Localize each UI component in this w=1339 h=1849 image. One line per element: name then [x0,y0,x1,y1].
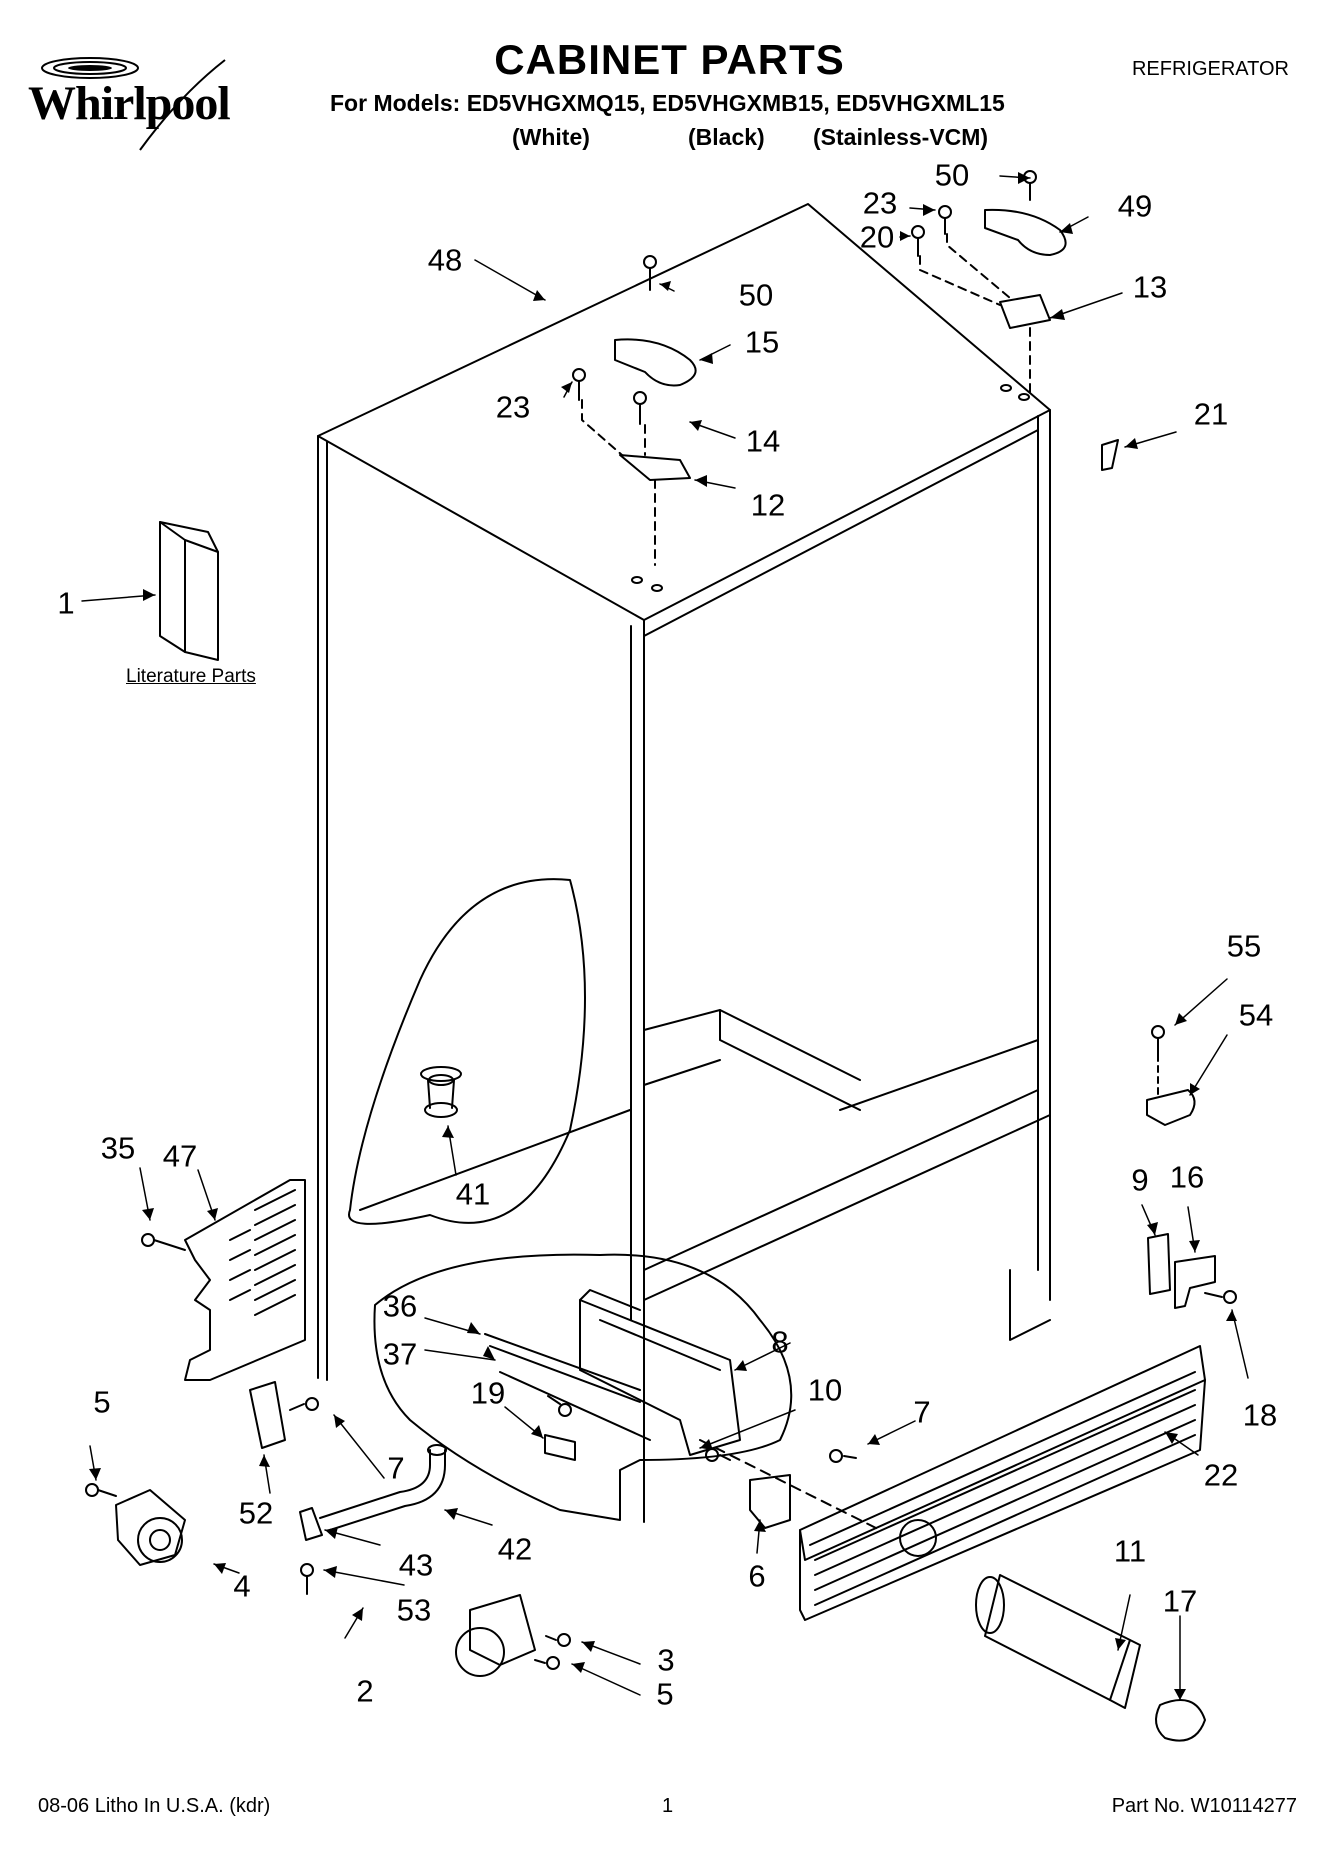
callout-36: 36 [382,1288,418,1324]
callout-12: 12 [750,487,786,523]
literature-parts-label: Literature Parts [126,666,256,687]
callout-5-left: 5 [93,1384,111,1420]
page-title: CABINET PARTS [494,36,845,83]
part-42-tube [319,1449,446,1531]
leader-arrowheads [89,172,1237,1700]
footer-part-number: Part No. W10114277 [1111,1795,1297,1817]
part-11-filter [975,1574,1141,1709]
part-19-block [544,1434,576,1461]
callout-49: 49 [1117,188,1153,224]
callout-9: 9 [1131,1162,1149,1198]
callout-50-top: 50 [934,157,970,193]
cutaway-lower [373,1253,793,1521]
callout-3: 3 [657,1642,675,1678]
callout-5-bottom: 5 [656,1676,674,1712]
callout-10: 10 [807,1372,843,1408]
cutaway-shelf-line [359,1109,631,1211]
part-42-tube-end [427,1444,447,1456]
callout-23-top: 23 [862,185,898,221]
part-21-clip [1101,439,1119,471]
variant-stainless: (Stainless-VCM) [813,124,989,150]
part-54-bracket [1146,1089,1196,1126]
callout-11: 11 [1113,1533,1147,1569]
part-52-bracket [249,1381,286,1449]
callout-48: 48 [427,242,463,278]
callout-14: 14 [745,423,781,459]
callout-2: 2 [356,1673,374,1709]
part-41-grommet [420,1066,462,1118]
part-22-grille [799,1345,1206,1621]
part-47-back-panel [184,1179,306,1381]
brand-name: Whirlpool [28,77,231,130]
part-17-cap [1155,1699,1206,1742]
part-12-hinge [619,454,691,481]
callout-18: 18 [1242,1397,1278,1433]
guide-filter [699,1439,881,1531]
callout-15: 15 [744,324,780,360]
callout-1: 1 [57,585,75,621]
callout-7-left: 7 [387,1450,405,1486]
footer-litho: 08-06 Litho In U.S.A. (kdr) [38,1795,271,1817]
callout-41: 41 [455,1176,491,1212]
callout-52: 52 [238,1495,274,1531]
callout-22: 22 [1203,1457,1239,1493]
callout-4: 4 [233,1568,251,1604]
callout-7-right: 7 [913,1394,931,1430]
callout-23-left: 23 [495,389,531,425]
part-49-hinge-cover [984,208,1067,256]
part-15-hinge-cover [614,338,697,387]
appliance-category: REFRIGERATOR [1131,58,1289,80]
screws [85,170,1237,1670]
cabinet-body [317,203,1051,1523]
part-37-tube [499,1371,651,1441]
top-holes [631,384,1030,592]
callout-20: 20 [859,219,895,255]
part-8-filter-housing [579,1289,741,1456]
cutaway-upper [348,878,586,1225]
callout-42: 42 [497,1531,533,1567]
part-6-clip [749,1474,791,1529]
part-4-roller [115,1489,186,1566]
callout-35: 35 [100,1130,136,1166]
logo-swirl-icon [41,57,226,151]
part-43-clip [299,1507,323,1541]
callout-53: 53 [396,1592,432,1628]
part-2-roller-bracket [455,1594,536,1677]
callout-6: 6 [748,1558,766,1594]
part-16-hinge [1174,1255,1216,1309]
callout-8: 8 [771,1324,789,1360]
footer-page-number: 1 [662,1795,674,1817]
part-13-hinge [999,294,1051,329]
guide-lines-left [581,399,656,566]
models-line: For Models: ED5VHGXMQ15, ED5VHGXMB15, ED… [330,90,1005,116]
part-9-shim [1147,1233,1171,1295]
part-36-tube [484,1333,641,1403]
callout-16: 16 [1169,1159,1205,1195]
guide-lines-right [919,233,1031,393]
callout-13: 13 [1132,269,1168,305]
callout-50-mid: 50 [738,277,774,313]
part-1-literature-booklet [159,521,219,661]
whirlpool-logo: Whirlpool [20,40,260,160]
callout-17: 17 [1162,1583,1198,1619]
callout-21: 21 [1193,396,1229,432]
callout-43: 43 [398,1547,434,1583]
leader-lines [81,175,1249,1701]
callout-37: 37 [382,1336,418,1372]
callout-54: 54 [1238,997,1274,1033]
callout-19: 19 [470,1375,506,1411]
callout-55: 55 [1226,928,1262,964]
callout-47: 47 [162,1138,198,1174]
variant-black: (Black) [688,124,765,150]
variant-white: (White) [512,124,590,150]
